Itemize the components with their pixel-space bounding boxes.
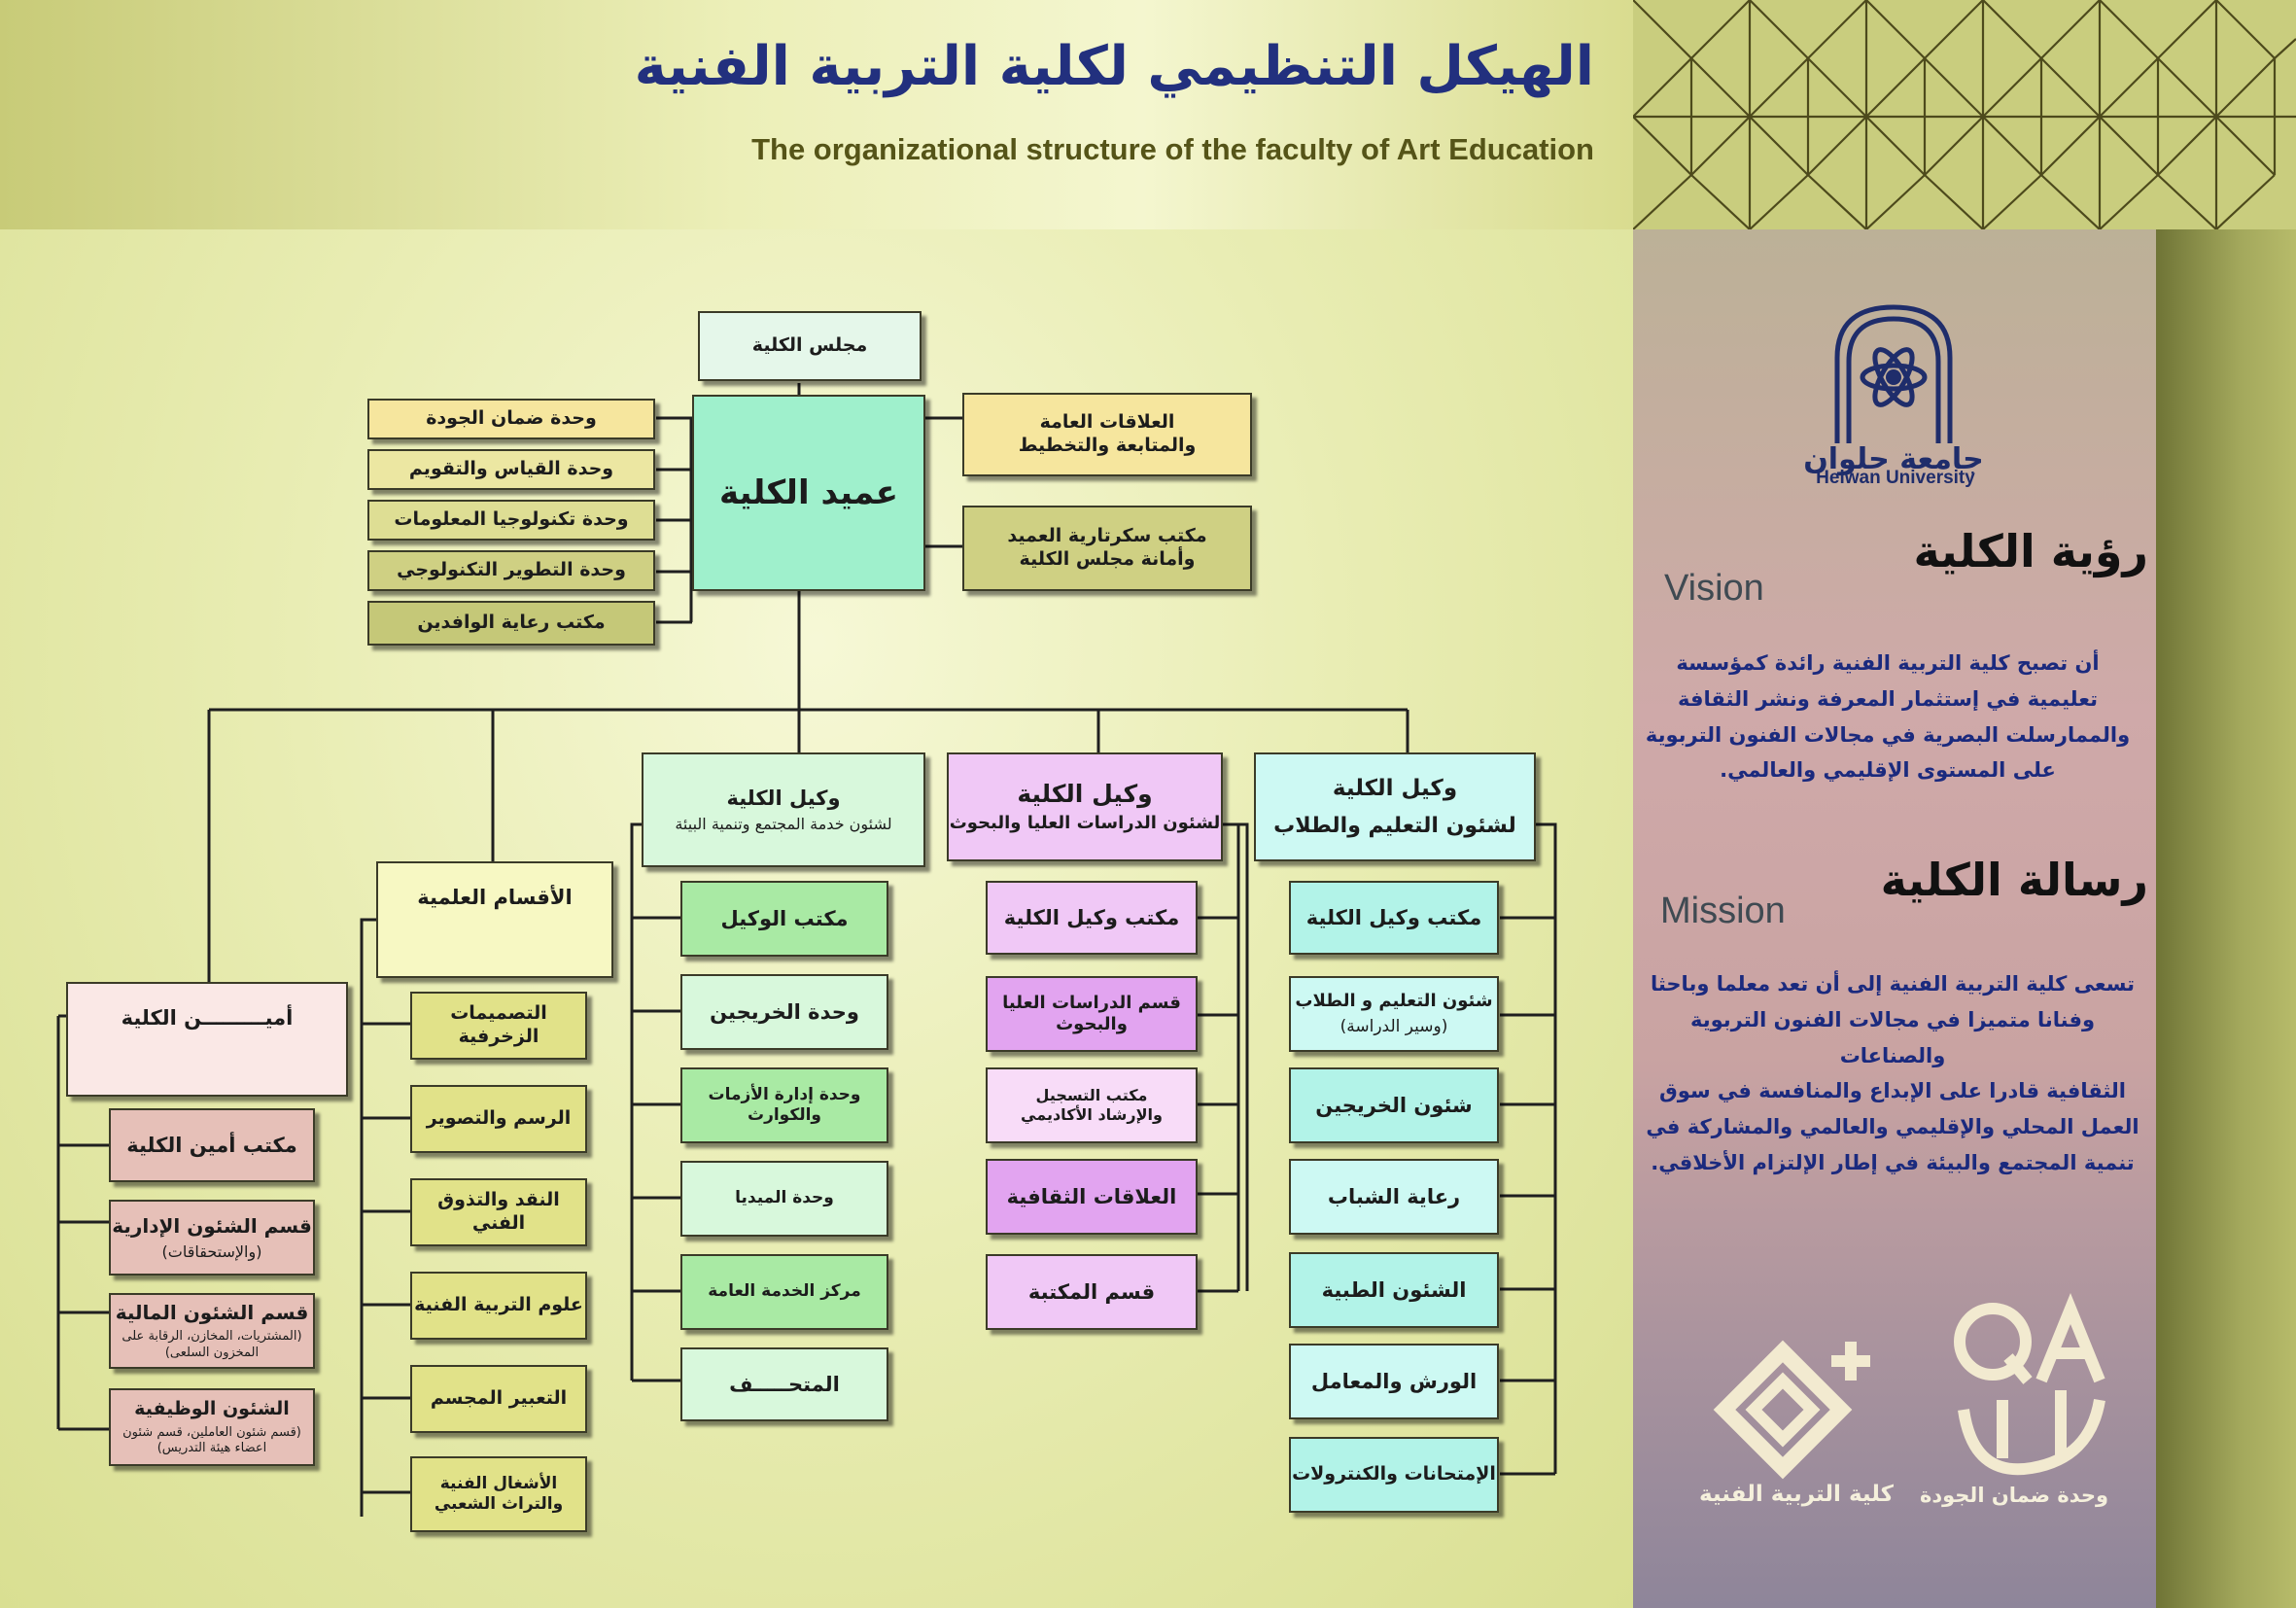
page-title: الهيكل التنظيمي لكلية التربية الفنية — [634, 35, 1594, 98]
research-item-library: قسم المكتبة — [986, 1254, 1198, 1330]
vp-research-box: وكيل الكلية لشئون الدراسات العليا والبحو… — [947, 752, 1223, 861]
edu-item-exams: الإمتحانات والكنترولات — [1289, 1437, 1499, 1513]
quality-unit-box: وحدة ضمان الجودة — [367, 399, 655, 439]
community-item-public-service: مركز الخدمة العامة — [680, 1254, 888, 1330]
mission-label-en: Mission — [1660, 891, 1786, 931]
decorative-strip — [2156, 229, 2296, 1608]
sidebar-panel — [1633, 229, 2156, 1608]
research-item-graduate-studies: قسم الدراسات العليا والبحوث — [986, 976, 1198, 1052]
quality-unit-logo-icon — [1954, 1293, 2105, 1476]
dept-item-crafts-heritage: الأشغال الفنية والتراث الشعبي — [410, 1456, 587, 1532]
community-item-crisis-unit: وحدة إدارة الأزمات والكوارث — [680, 1067, 888, 1143]
community-item-vp-office: مكتب الوكيل — [680, 881, 888, 957]
secretary-item-personnel: الشئون الوظيفية (قسم شئون العاملين، قسم … — [109, 1388, 315, 1466]
mission-title: رسالة الكلية — [1880, 854, 2148, 906]
measurement-unit-box: وحدة القياس والتقويم — [367, 449, 655, 490]
dept-item-sculpture: التعبير المجسم — [410, 1365, 587, 1433]
dept-item-drawing-painting: الرسم والتصوير — [410, 1085, 587, 1153]
faculty-logo-caption: كلية التربية الفنية — [1698, 1482, 1895, 1507]
edu-item-vp-office: مكتب وكيل الكلية — [1289, 881, 1499, 955]
header-band — [0, 0, 1633, 229]
university-name-ar: جامعة حلوان — [1803, 442, 1984, 476]
vp-community-box: وكيل الكلية لشئون خدمة المجتمع وتنمية ال… — [642, 752, 925, 867]
departments-box: الأقسام العلمية — [376, 861, 613, 978]
secretary-box: أميـــــــــن الكلية — [66, 982, 348, 1097]
dept-item-decorative-design: التصميمات الزخرفية — [410, 992, 587, 1060]
secretary-item-admin: قسم الشئون الإدارية (والإستحقاقات) — [109, 1200, 315, 1276]
faculty-council-box: مجلس الكلية — [698, 311, 922, 381]
secretary-item-office: مكتب أمين الكلية — [109, 1108, 315, 1182]
geometric-pattern — [1633, 0, 2296, 229]
edu-item-student-affairs: شئون التعليم و الطلاب (وسير الدراسة) — [1289, 976, 1499, 1052]
edu-item-graduates: شئون الخريجين — [1289, 1067, 1499, 1143]
research-item-cultural-relations: العلاقات الثقافية — [986, 1159, 1198, 1235]
community-item-museum: المتحـــــف — [680, 1347, 888, 1421]
edu-item-youth-care: رعاية الشباب — [1289, 1159, 1499, 1235]
research-item-registration: مكتب التسجيل والإرشاد الأكاديمي — [986, 1067, 1198, 1143]
tech-development-unit-box: وحدة التطوير التكنولوجي — [367, 550, 655, 591]
community-item-graduates: وحدة الخريجين — [680, 974, 888, 1050]
research-item-vp-office: مكتب وكيل الكلية — [986, 881, 1198, 955]
secretary-item-finance: قسم الشئون المالية (المشتريات، المخازن، … — [109, 1293, 315, 1369]
dean-box: عميد الكلية — [692, 395, 925, 591]
university-name: Helwan University — [1816, 468, 1975, 488]
it-unit-box: وحدة تكنولوجيا المعلومات — [367, 500, 655, 541]
faculty-logo-icon — [1713, 1340, 1870, 1480]
community-item-media-unit: وحدة الميديا — [680, 1161, 888, 1237]
dept-item-art-education-sciences: علوم التربية الفنية — [410, 1272, 587, 1340]
edu-item-medical: الشئون الطبية — [1289, 1252, 1499, 1328]
page-subtitle: The organizational structure of the facu… — [751, 132, 1594, 166]
dean-secretariat-box: مكتب سكرتارية العميد وأمانة مجلس الكلية — [962, 506, 1252, 591]
vision-text: أن تصبح كلية التربية الفنية رائدة كمؤسسة… — [1645, 651, 2131, 783]
public-relations-box: العلاقات العامة والمتابعة والتخطيط — [962, 393, 1252, 476]
expatriates-office-box: مكتب رعاية الوافدين — [367, 601, 655, 646]
vision-label-en: Vision — [1664, 568, 1764, 609]
vp-education-box: وكيل الكلية لشئون التعليم والطلاب — [1254, 752, 1536, 861]
dept-item-art-criticism: النقد والتذوق الفني — [410, 1178, 587, 1246]
helwan-university-logo-icon: جامعة حلوان — [1803, 304, 1984, 476]
quality-logo-caption: وحدة ضمان الجودة — [1919, 1484, 2109, 1507]
vision-title: رؤية الكلية — [1913, 525, 2149, 577]
edu-item-workshops: الورش والمعامل — [1289, 1344, 1499, 1419]
mission-text: تسعى كلية التربية الفنية إلى أن تعد معلم… — [1646, 972, 2139, 1174]
